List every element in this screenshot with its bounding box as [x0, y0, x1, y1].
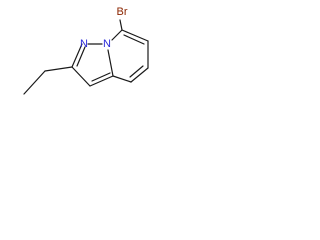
- bond-ethyl-ch3-ch2: [23, 70, 46, 95]
- bond-c4-c3a: [112, 75, 132, 83]
- bond-c5-c4: [130, 67, 149, 83]
- bond-c7-br: [119, 19, 123, 31]
- bond-c7-c6: [121, 29, 149, 42]
- bond-c2-n1-double: [76, 46, 86, 67]
- chemical-structure-diagram: Br N N: [23, 6, 149, 95]
- bond-c5-c4-double: [129, 65, 144, 78]
- bond-c3a-n-bridge: [107, 49, 114, 77]
- nitrogen-ring-atom-label: N: [80, 38, 88, 50]
- bond-ethyl-ch2-c2: [44, 66, 73, 72]
- bond-n-bridge-c7: [111, 29, 123, 41]
- nitrogen-bridge-atom-label: N: [103, 38, 111, 50]
- bond-c2-n1: [71, 43, 83, 68]
- bond-c3-c3a: [89, 75, 114, 87]
- bond-c7-c6-double: [123, 34, 145, 45]
- bromine-atom-label: Br: [117, 6, 128, 18]
- bond-c3-c3a-double: [91, 72, 111, 82]
- bond-c2-c3: [71, 66, 91, 87]
